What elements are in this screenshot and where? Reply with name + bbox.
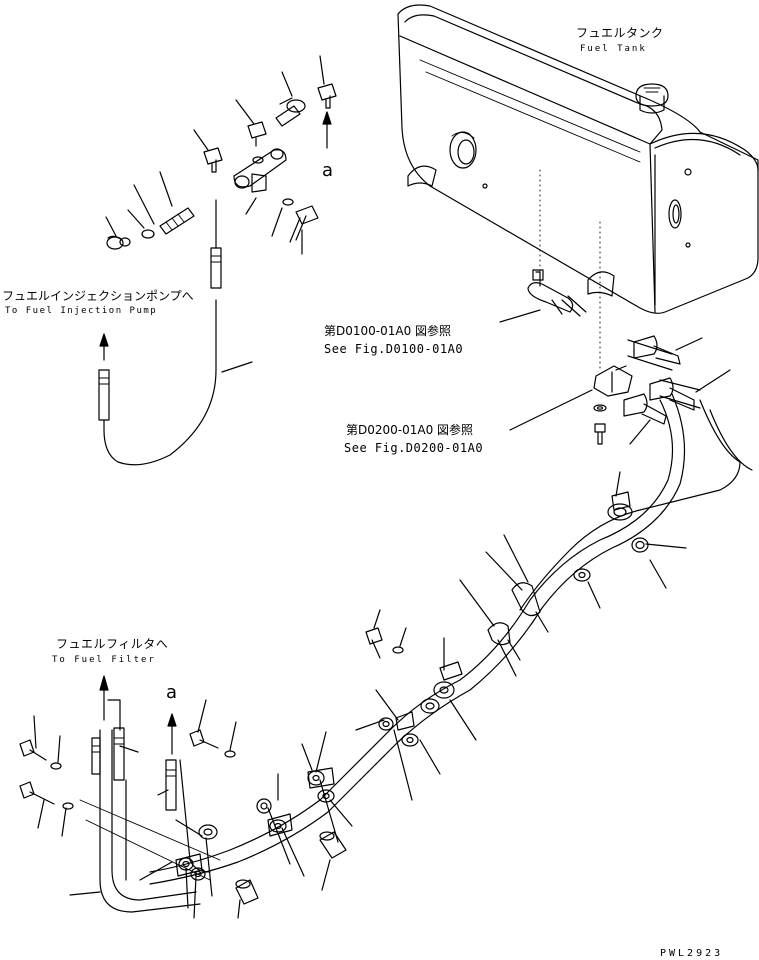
fuel-tank-label-jp: フュエルタンク <box>576 26 664 40</box>
drawing-code: PWL2923 <box>660 948 724 959</box>
drain-valve <box>527 269 587 317</box>
reference-d0100-jp: 第D0100-01A0 図参照 <box>324 324 452 338</box>
injection-pump-label-en: To Fuel Injection Pump <box>5 306 158 316</box>
fuel-filter-label-en: To Fuel Filter <box>52 655 156 665</box>
fuel-tank-label-en: Fuel Tank <box>580 44 647 54</box>
reference-d0200-en: See Fig.D0200-01A0 <box>344 441 484 455</box>
injection-pump-line <box>98 199 222 466</box>
hose-clamps <box>175 491 649 905</box>
tank-fitting <box>593 365 633 445</box>
bolts-washers <box>19 335 695 811</box>
fuel-filter-label-jp: フュエルフィルタへ <box>56 637 169 651</box>
reference-d0200-jp: 第D0200-01A0 図参照 <box>346 423 474 437</box>
connection-marker-a-bottom: a <box>166 682 178 703</box>
main-fuel-hoses <box>79 339 753 913</box>
injection-pump-label-jp: フュエルインジェクションポンプへ <box>2 289 194 303</box>
pump-fittings <box>106 83 337 250</box>
connection-marker-a-top: a <box>322 160 334 181</box>
fuel-tank <box>397 4 759 371</box>
leader-lines <box>33 55 731 919</box>
reference-d0100-en: See Fig.D0100-01A0 <box>324 342 464 356</box>
